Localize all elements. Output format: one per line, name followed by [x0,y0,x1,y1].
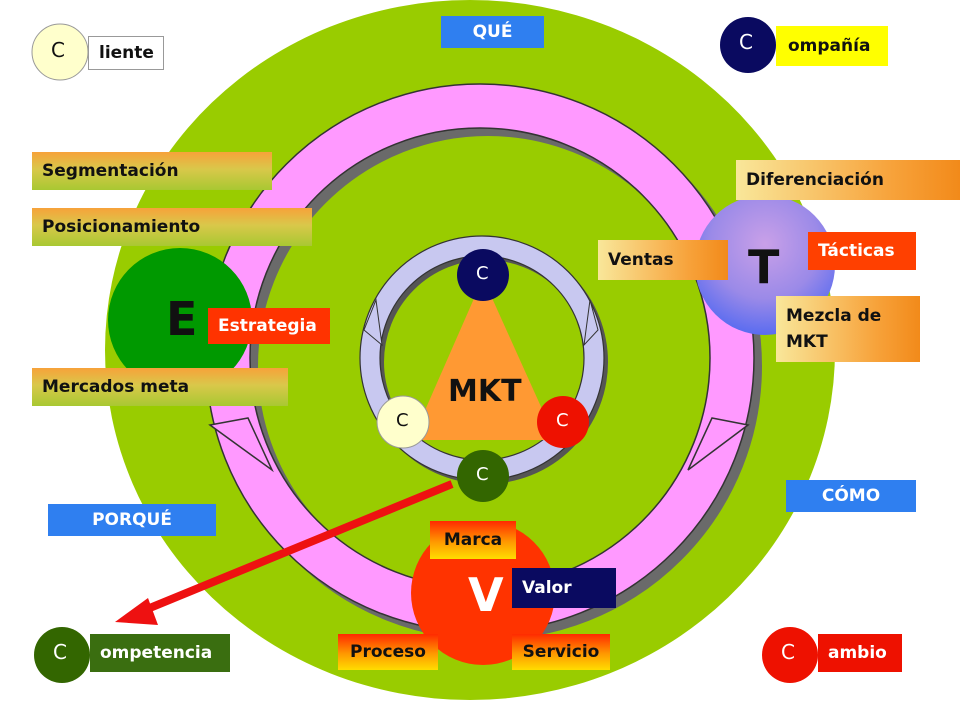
node-bottom [457,450,509,502]
tacticas-label: Tácticas [808,232,916,270]
cambio-label: ambio [818,634,902,672]
mezcla-de-mkt-label: Mezcla de MKT [776,296,920,362]
node-right-letter: C [556,410,569,431]
tacticas-letter: T [748,240,780,294]
como-label: CÓMO [786,480,916,512]
mezcla-de-text: Mezcla de [786,306,882,326]
cambio-circle [762,627,818,683]
node-top [457,249,509,301]
cliente-label: liente [88,36,164,70]
compania-letter: C [739,30,753,54]
competencia-circle [34,627,90,683]
porque-label: PORQUÉ [48,504,216,536]
servicio-label: Servicio [512,634,610,670]
arrow-head [115,598,158,625]
mkt-triangle [412,278,556,440]
node-left [376,395,430,449]
node-right [537,396,589,448]
que-label: QUÉ [441,16,544,48]
mercados-meta-label: Mercados meta [32,368,288,406]
posicionamiento-label: Posicionamiento [32,208,312,246]
mkt-text: MKT [786,332,828,352]
diferenciacion-label: Diferenciación [736,160,960,200]
competencia-label: ompetencia [90,634,230,672]
valor-label: Valor [512,568,616,608]
cambio-letter: C [781,640,795,664]
estrategia-letter: E [166,292,198,346]
ring-arrowhead-left [208,417,274,473]
ventas-label: Ventas [598,240,728,280]
node-bottom-letter: C [476,464,489,485]
cliente-letter: C [51,38,65,62]
marca-label: Marca [430,521,516,559]
segmentacion-label: Segmentación [32,152,272,190]
valor-letter: V [468,568,504,622]
node-left-letter: C [396,410,409,431]
inner-ring-arrowhead-left [363,298,383,347]
compania-label: ompañía [776,26,888,66]
node-top-letter: C [476,263,489,284]
estrategia-circle [108,248,252,392]
mkt-title: MKT [448,374,522,409]
estrategia-label: Estrategia [208,308,330,344]
compania-circle [720,17,776,73]
inner-ring-arrowhead-right [583,299,599,347]
ring-arrowhead-right [687,417,750,471]
proceso-label: Proceso [338,634,438,670]
arrow-shaft [138,480,454,616]
competencia-letter: C [53,640,67,664]
